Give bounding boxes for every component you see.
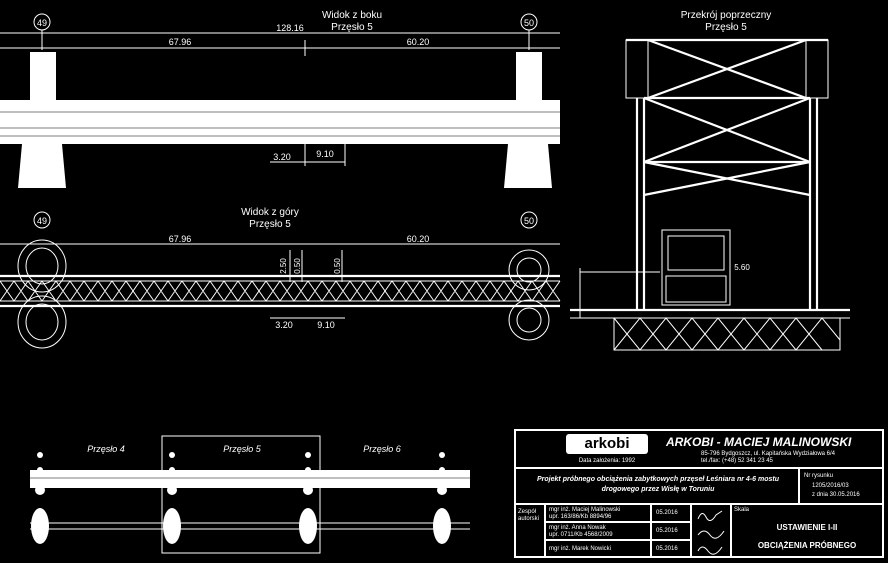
overview-pier-plan	[299, 508, 317, 544]
person-2b: upr. 0711/Kb 4568/2009	[549, 532, 613, 538]
signatures-cell	[691, 504, 731, 557]
overview-pier-plan	[31, 508, 49, 544]
person-3: mgr inż. Marek Nowicki	[549, 546, 612, 552]
side-right-dim: 60.20	[407, 37, 430, 47]
top-view: Widok z góry Przęsło 5 49 50 67.96 60.20…	[0, 207, 561, 349]
overview-pier-mark	[305, 452, 311, 458]
side-view-span: Przęsło 5	[331, 22, 373, 33]
top-view-title: Widok z góry	[241, 207, 299, 218]
top-pier-49-label: 49	[37, 216, 47, 226]
side-view-title: Widok z boku	[322, 10, 382, 21]
overview-pier-mark	[35, 485, 45, 495]
role-cell: Zespół autorski	[515, 504, 545, 557]
cross-section: Przekrój poprzeczny Przęsło 5 5.60	[570, 10, 850, 351]
highlight-box	[161, 435, 321, 554]
overview-span5: Przęsło 5	[223, 444, 262, 454]
top-v1: 2.50	[279, 258, 288, 274]
overview-pier-mark	[37, 452, 43, 458]
cross-title: Przekrój poprzeczny	[681, 10, 772, 21]
top-left-dim: 67.96	[169, 234, 192, 244]
header-cell: arkobi Data założenia: 1992 ARKOBI - MAC…	[515, 430, 883, 468]
pier-50-base	[504, 144, 552, 188]
top-dim-a: 3.20	[275, 320, 293, 330]
logo-text: arkobi	[584, 435, 630, 452]
pier-49-shaft	[30, 52, 56, 102]
pier-50-shaft	[516, 52, 542, 102]
date-2: 05.2016	[656, 528, 678, 534]
overview-pier-mark	[37, 467, 43, 473]
project-cell: Projekt próbnego obciążenia zabytkowych …	[515, 468, 799, 504]
overview-pier-mark	[169, 467, 175, 473]
overview-pier-mark	[437, 485, 447, 495]
overview-pier-plan	[163, 508, 181, 544]
overview-pier-mark	[305, 467, 311, 473]
person-1: mgr inż. Maciej Malinowski	[549, 507, 621, 513]
date-label: z dnia 30.05.2016	[812, 492, 860, 498]
side-dim-a: 3.20	[273, 152, 291, 162]
sheet-title-1: USTAWIENIE I-II	[776, 523, 838, 532]
overview-pier-plan	[433, 508, 451, 544]
top-pier-50-label: 50	[524, 216, 534, 226]
side-left-dim: 67.96	[169, 37, 192, 47]
overview-pier-mark	[439, 467, 445, 473]
side-total-dim: 128.16	[276, 23, 304, 33]
overview-span4: Przęsło 4	[87, 444, 125, 454]
pier-50-label: 50	[524, 18, 534, 28]
drawing-no-cell: Nr rysunku 1205/2016/03 z dnia 30.05.201…	[799, 468, 883, 504]
pier-49-base	[18, 144, 66, 188]
cross-dim: 5.60	[734, 263, 750, 272]
scale-label: Skala	[734, 507, 750, 513]
overview-pier-mark	[303, 485, 313, 495]
top-v2: 0.50	[293, 258, 302, 274]
side-deck	[0, 100, 560, 144]
top-v3: 0.50	[333, 258, 342, 274]
since-text: Data założenia: 1992	[578, 458, 636, 464]
date-3: 05.2016	[656, 546, 678, 552]
role-label: Zespół autorski	[518, 509, 540, 522]
top-view-span: Przęsło 5	[249, 219, 291, 230]
signature-marks	[697, 510, 725, 555]
drawing-no-label: Nr rysunku	[804, 473, 834, 479]
cross-span: Przęsło 5	[705, 22, 747, 33]
overview: Przęsło 4 Przęsło 5 Przęsło 6	[30, 435, 470, 554]
pier-49-label: 49	[37, 18, 47, 28]
overview-span6: Przęsło 6	[363, 444, 401, 454]
person-2: mgr inż. Anna Nowak	[549, 525, 606, 531]
overview-pier-mark	[439, 452, 445, 458]
project-title: Projekt próbnego obciążenia zabytkowych …	[537, 476, 779, 493]
sheet-title-2: OBCIĄŻENIA PRÓBNEGO	[757, 541, 857, 550]
truck-outline	[661, 229, 731, 306]
drawing-no: 1205/2016/03	[812, 483, 849, 489]
sheet-title-cell: Skala USTAWIENIE I-II OBCIĄŻENIA PRÓBNEG…	[731, 504, 883, 557]
top-dim-b: 9.10	[317, 320, 335, 330]
title-block: arkobi Data założenia: 1992 ARKOBI - MAC…	[514, 429, 884, 558]
top-right-dim: 60.20	[407, 234, 430, 244]
company-logo: arkobi	[566, 434, 648, 454]
person-1b: upr. 163/86/Kb 8894/96	[549, 514, 612, 520]
date-1: 05.2016	[656, 510, 678, 516]
company-name: ARKOBI - MACIEJ MALINOWSKI	[666, 435, 852, 449]
address-1: 85-796 Bydgoszcz, ul. Kapitańska Wydział…	[701, 451, 836, 457]
overview-pier-mark	[167, 485, 177, 495]
side-dim-b: 9.10	[316, 149, 334, 159]
address-2: tel./fax: (+48) 52 341 23 45	[701, 458, 773, 464]
overview-pier-mark	[169, 452, 175, 458]
side-view: Widok z boku Przęsło 5 49 50 128.16 67.9…	[0, 10, 560, 188]
